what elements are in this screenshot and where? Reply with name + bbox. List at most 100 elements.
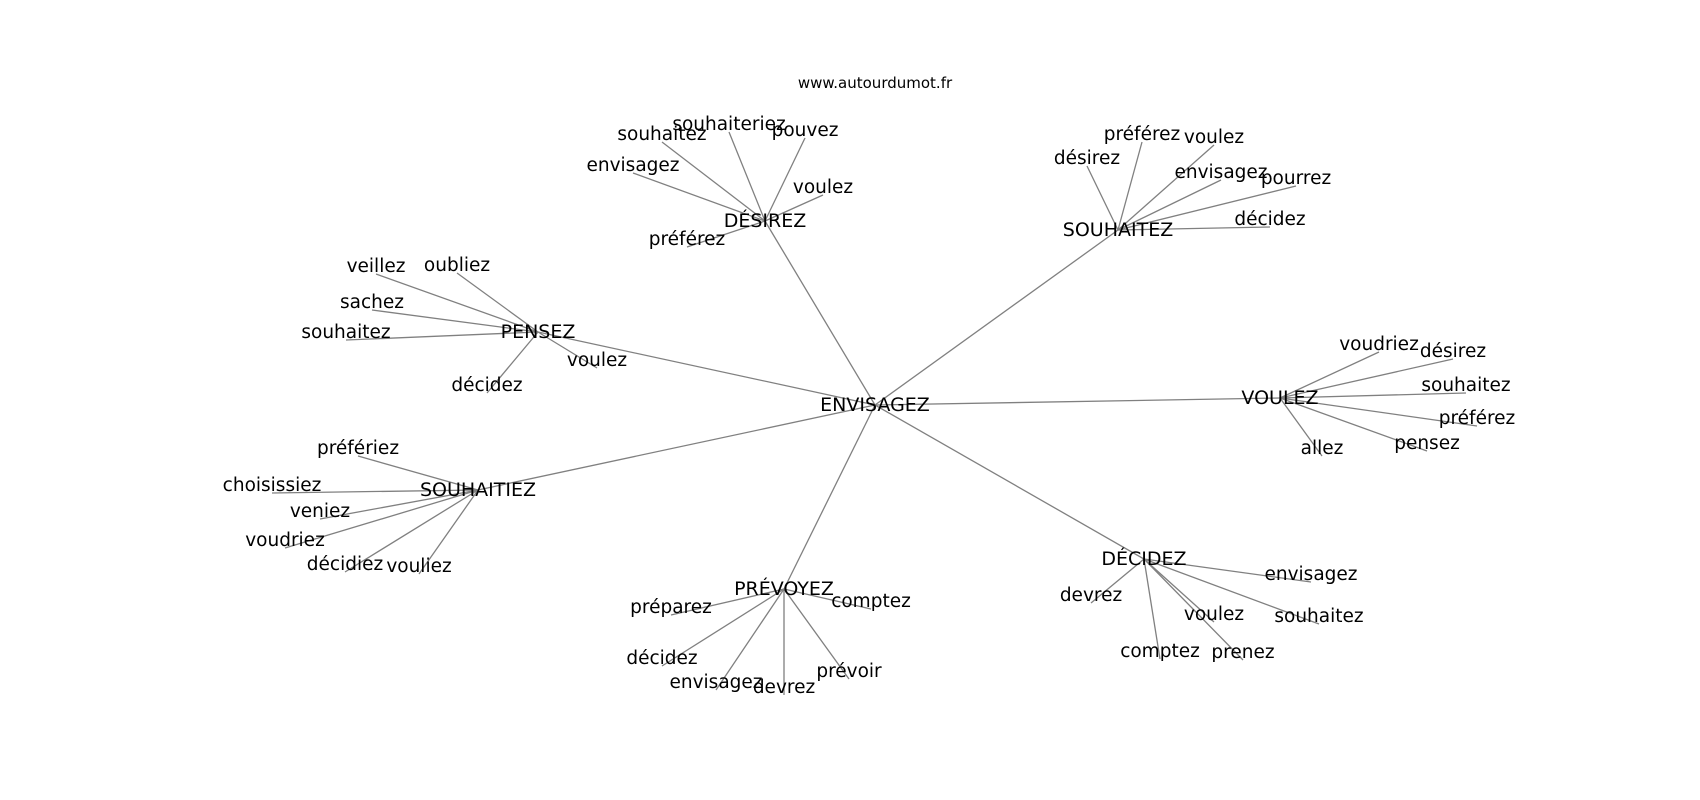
leaf-word-node[interactable]: veniez bbox=[290, 501, 350, 522]
edge-hub-to-word bbox=[537, 331, 598, 369]
edge-hub-to-word bbox=[1117, 226, 1271, 231]
leaf-word-node[interactable]: voudriez bbox=[1339, 334, 1419, 355]
leaf-word-node[interactable]: envisagez bbox=[1174, 162, 1267, 183]
edge-hub-to-word bbox=[1279, 358, 1454, 399]
leaf-word-node[interactable]: voulez bbox=[567, 350, 627, 371]
edge-hub-to-word bbox=[319, 489, 479, 520]
edge-hub-to-word bbox=[1117, 185, 1297, 231]
leaf-word-node[interactable]: décidez bbox=[451, 375, 522, 396]
edge-hub-to-word bbox=[344, 489, 479, 573]
hub-word-node[interactable]: VOULEZ bbox=[1241, 387, 1318, 409]
leaf-word-node[interactable]: oubliez bbox=[424, 255, 490, 276]
leaf-word-node[interactable]: voudriez bbox=[245, 530, 325, 551]
edge-hub-to-word bbox=[686, 220, 766, 248]
leaf-word-node[interactable]: décidez bbox=[1234, 209, 1305, 230]
leaf-word-node[interactable]: veillez bbox=[347, 256, 406, 277]
leaf-word-node[interactable]: souhaiteriez bbox=[672, 114, 785, 135]
leaf-word-node[interactable]: envisagez bbox=[669, 672, 762, 693]
edge-hub-to-word bbox=[1143, 558, 1161, 660]
edge-hub-to-word bbox=[1279, 397, 1323, 457]
edge-hub-to-word bbox=[486, 331, 539, 394]
edge-hub-to-word bbox=[1143, 558, 1215, 623]
edge-hub-to-word bbox=[661, 141, 766, 222]
edge-hub-to-word bbox=[783, 588, 850, 680]
edge-hub-to-word bbox=[1143, 558, 1320, 625]
leaf-word-node[interactable]: pouvez bbox=[772, 120, 839, 141]
edge-hub-to-word bbox=[1090, 558, 1145, 604]
leaf-word-node[interactable]: décidez bbox=[626, 648, 697, 669]
hub-word-node[interactable]: DÉCIDEZ bbox=[1101, 547, 1186, 570]
leaf-word-node[interactable]: devrez bbox=[1060, 585, 1122, 606]
edge-center-to-hub bbox=[477, 404, 876, 491]
edge-center-to-hub bbox=[783, 404, 876, 590]
leaf-word-node[interactable]: décidiez bbox=[307, 554, 383, 575]
leaf-word-node[interactable]: envisagez bbox=[1264, 564, 1357, 585]
edge-hub-to-word bbox=[661, 588, 785, 667]
edge-hub-to-word bbox=[1143, 558, 1244, 661]
edge-hub-to-word bbox=[728, 131, 766, 222]
edge-center-to-hub bbox=[764, 220, 876, 406]
edge-hub-to-word bbox=[764, 137, 806, 222]
hub-word-node[interactable]: SOUHAITEZ bbox=[1063, 219, 1173, 241]
leaf-word-node[interactable]: souhaitez bbox=[617, 124, 706, 145]
edge-hub-to-word bbox=[783, 588, 872, 610]
center-word-node[interactable]: ENVISAGEZ bbox=[820, 394, 930, 416]
edge-hub-to-word bbox=[418, 489, 479, 575]
leaf-word-node[interactable]: prenez bbox=[1211, 642, 1274, 663]
hub-word-node[interactable]: PENSEZ bbox=[501, 321, 576, 343]
hub-word-node[interactable]: SOUHAITIEZ bbox=[420, 479, 536, 501]
edge-hub-to-word bbox=[1279, 397, 1428, 452]
leaf-word-node[interactable]: allez bbox=[1301, 438, 1344, 459]
leaf-word-node[interactable]: voulez bbox=[1184, 127, 1244, 148]
leaf-word-node[interactable]: comptez bbox=[1120, 641, 1200, 662]
edge-hub-to-word bbox=[371, 309, 539, 333]
leaf-word-node[interactable]: souhaitez bbox=[1421, 375, 1510, 396]
leaf-word-node[interactable]: préparez bbox=[630, 597, 712, 618]
edge-hub-to-word bbox=[284, 489, 479, 549]
edge-hub-to-word bbox=[1143, 558, 1312, 583]
leaf-word-node[interactable]: choisissiez bbox=[223, 475, 322, 496]
leaf-word-node[interactable]: préfériez bbox=[317, 438, 399, 459]
edge-center-to-hub bbox=[874, 397, 1281, 406]
leaf-word-node[interactable]: prévoir bbox=[816, 661, 882, 682]
edge-hub-to-word bbox=[1086, 165, 1119, 231]
hub-word-node[interactable]: DÉSIREZ bbox=[724, 209, 807, 232]
edge-hub-to-word bbox=[345, 331, 539, 341]
edge-hub-to-word bbox=[715, 588, 785, 691]
leaf-word-node[interactable]: voulez bbox=[793, 177, 853, 198]
leaf-word-node[interactable]: envisagez bbox=[586, 155, 679, 176]
edge-center-to-hub bbox=[874, 404, 1145, 560]
edge-hub-to-word bbox=[1117, 179, 1222, 231]
leaf-word-node[interactable]: préférez bbox=[1439, 408, 1516, 429]
hub-word-node[interactable]: PRÉVOYEZ bbox=[734, 577, 834, 600]
edges bbox=[271, 131, 1478, 695]
edge-hub-to-word bbox=[764, 194, 824, 222]
leaf-word-node[interactable]: souhaitez bbox=[301, 322, 390, 343]
edge-hub-to-word bbox=[1279, 397, 1478, 427]
leaf-word-node[interactable]: préférez bbox=[1104, 124, 1181, 145]
leaf-word-node[interactable]: devrez bbox=[753, 677, 815, 698]
leaf-word-node[interactable]: voulez bbox=[1184, 604, 1244, 625]
leaf-word-node[interactable]: pourrez bbox=[1261, 168, 1331, 189]
leaf-word-node[interactable]: vouliez bbox=[386, 556, 451, 577]
leaf-word-node[interactable]: désirez bbox=[1054, 148, 1120, 169]
edge-hub-to-word bbox=[357, 455, 479, 491]
edge-center-to-hub bbox=[874, 229, 1119, 406]
leaf-word-node[interactable]: sachez bbox=[340, 292, 404, 313]
site-url[interactable]: www.autourdumot.fr bbox=[798, 74, 953, 92]
edge-hub-to-word bbox=[1279, 392, 1467, 399]
edge-hub-to-word bbox=[670, 588, 785, 616]
edge-hub-to-word bbox=[375, 273, 539, 333]
edge-center-to-hub bbox=[537, 331, 876, 406]
leaf-word-node[interactable]: comptez bbox=[831, 591, 911, 612]
edge-hub-to-word bbox=[456, 272, 539, 333]
edge-hub-to-word bbox=[1117, 141, 1143, 231]
leaf-word-node[interactable]: pensez bbox=[1394, 433, 1460, 454]
edge-hub-to-word bbox=[1279, 351, 1380, 399]
leaf-word-node[interactable]: préférez bbox=[649, 229, 726, 250]
leaf-word-node[interactable]: désirez bbox=[1420, 341, 1486, 362]
leaf-word-node[interactable]: souhaitez bbox=[1274, 606, 1363, 627]
edge-hub-to-word bbox=[632, 172, 766, 222]
